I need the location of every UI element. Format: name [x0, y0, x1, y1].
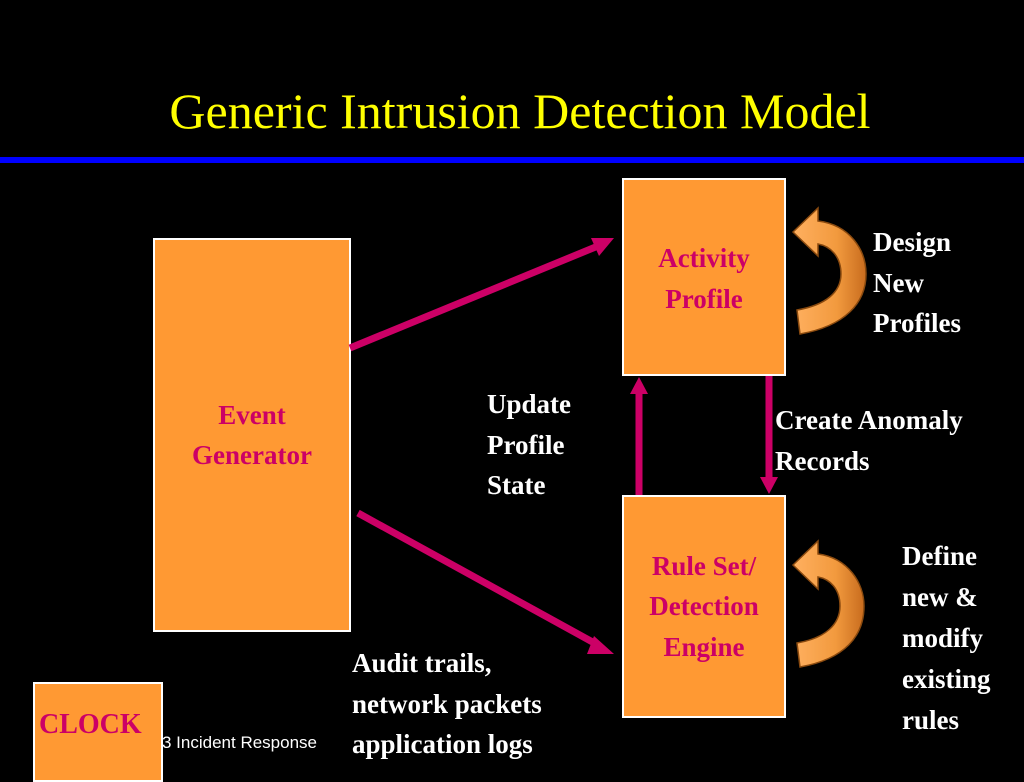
arrow-event-to-activity: [348, 238, 614, 352]
define-line: Define: [902, 541, 977, 571]
curved-arrow-design: [791, 206, 867, 335]
event-generator-line: Generator: [192, 440, 312, 470]
activity-profile-line: Activity: [658, 243, 750, 273]
audit-sources-label: Audit trails, network packets applicatio…: [352, 643, 542, 765]
define-line: rules: [902, 705, 959, 736]
define-line: existing: [902, 664, 991, 695]
title-divider: [0, 157, 1024, 163]
arrow-create-anomaly: [760, 376, 778, 494]
design-line: Profiles: [873, 308, 961, 338]
activity-profile-line: Profile: [665, 283, 743, 314]
update-line: Profile: [487, 429, 565, 460]
create-anomaly-records-label: Create Anomaly Records: [775, 400, 963, 481]
define-line: new &: [902, 582, 978, 613]
arrow-event-to-ruleset: [356, 509, 614, 654]
design-new-profiles-label: Design New Profiles: [873, 222, 961, 344]
rule-set-line: Detection: [649, 591, 759, 622]
update-line: Update: [487, 389, 572, 419]
activity-profile-label: Activity Profile: [658, 238, 749, 319]
rule-set-label: Rule Set/ Detection Engine: [649, 546, 758, 668]
audit-line: Audit trails,: [352, 648, 492, 678]
rule-set-line: Rule Set/: [651, 550, 757, 581]
define-line: modify: [902, 623, 983, 654]
audit-line: network packets: [352, 688, 542, 719]
arrow-update-profile: [630, 377, 648, 495]
define-rules-label: Define new & modify existing rules: [902, 536, 991, 741]
event-generator-box: Event Generator: [153, 238, 351, 632]
update-profile-state-label: Update Profile State: [487, 384, 571, 506]
activity-profile-box: Activity Profile: [622, 178, 786, 376]
rule-set-line: Engine: [663, 631, 745, 662]
update-line: State: [487, 470, 546, 500]
slide-title: Generic Intrusion Detection Model: [169, 83, 871, 139]
clock-box: CLOCK: [33, 682, 163, 782]
design-line: New: [873, 267, 924, 298]
anomaly-line: Create Anomaly: [775, 405, 963, 435]
curved-arrow-define: [791, 539, 865, 668]
slide-footer: 3 Incident Response: [162, 733, 317, 752]
clock-label: CLOCK: [39, 709, 142, 740]
event-generator-line: Event: [218, 399, 286, 430]
event-generator-label: Event Generator: [192, 395, 312, 476]
rule-set-box: Rule Set/ Detection Engine: [622, 495, 786, 718]
audit-line: application logs: [352, 729, 533, 759]
design-line: Design: [873, 227, 952, 257]
anomaly-line: Records: [775, 445, 870, 476]
